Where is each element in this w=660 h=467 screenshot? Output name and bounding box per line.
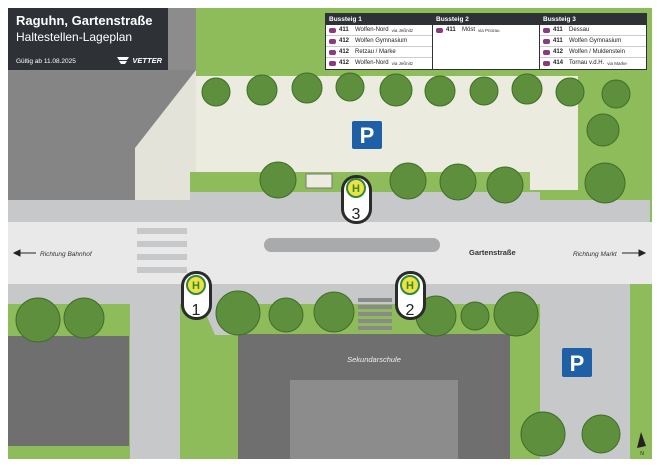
street-name-label: Gartenstraße (469, 248, 516, 257)
bus-icon (436, 27, 443, 33)
parking-symbol-north: P (360, 123, 375, 148)
page-title: Raguhn, Gartenstraße (16, 13, 153, 28)
bus-icon (329, 27, 336, 33)
via-note: via Jeßnitz (391, 60, 414, 66)
bus-icon (329, 60, 336, 66)
bus-icon (543, 38, 550, 44)
via-note: via Marke (607, 60, 627, 66)
bus-icon (543, 60, 550, 66)
parking-sign-north (352, 121, 382, 149)
destination: Möst (462, 27, 476, 33)
school-label: Sekundarschule (347, 355, 401, 364)
bus-icon (543, 27, 550, 33)
bay-header: Bussteig 2 (433, 14, 539, 25)
page-subtitle: Haltestellen-Lageplan (16, 30, 133, 44)
trees (15, 72, 631, 457)
stop-number-2: 2 (406, 302, 415, 319)
sidewalk-north (8, 200, 650, 222)
stop-number-1: 1 (192, 302, 201, 319)
departure-row: 412 Retzau / Marke (326, 47, 432, 58)
destination: Wolfen / Muldenstein (569, 49, 625, 55)
line-number: 411 (553, 27, 563, 33)
via-note: via Jeßnitz (391, 27, 414, 33)
destination: Wolfen Gymnasium (355, 38, 408, 44)
line-number: 412 (339, 60, 350, 66)
line-number: 411 (339, 27, 349, 33)
north-arrow-icon (637, 432, 646, 448)
departure-row: 412 Wolfen / Muldenstein (540, 47, 646, 58)
stop-symbol-3: H (352, 183, 360, 195)
via-note: via Priorau (478, 27, 500, 33)
destination: Wolfen Gymnasium (569, 38, 622, 44)
bus-icon (329, 38, 336, 44)
traffic-island (264, 238, 440, 252)
parking-symbol-south: P (570, 351, 585, 376)
departure-row: 411 Dessau (540, 25, 646, 36)
bus-stop-3 (341, 175, 372, 224)
destination: Retzau / Marke (355, 49, 396, 55)
destination: Tornau v.d.H. (569, 60, 605, 66)
line-number: 414 (553, 60, 564, 66)
operator-logo-text: VETTER (132, 56, 162, 65)
title-panel: Raguhn, Gartenstraße Haltestellen-Lagepl… (8, 8, 168, 70)
bay-header: Bussteig 3 (540, 14, 646, 25)
building-northwest (8, 70, 135, 222)
steps (358, 298, 392, 330)
line-number: 412 (553, 49, 564, 55)
line-number: 412 (339, 38, 350, 44)
line-number: 411 (446, 27, 456, 33)
building-southwest (8, 336, 129, 446)
destination: Wolfen-Nord (355, 60, 389, 66)
bay-header: Bussteig 1 (326, 14, 432, 25)
line-number: 411 (553, 38, 563, 44)
gartenstrasse-road (8, 222, 652, 284)
stop-number-3: 3 (352, 206, 361, 223)
direction-left-label: Richtung Bahnhof (40, 251, 93, 258)
sidewalk-south (8, 284, 630, 304)
north-label: N (640, 451, 644, 457)
valid-from: Gültig ab 11.08.2025 (16, 58, 76, 65)
bus-icon (543, 49, 550, 55)
stop-symbol-1: H (192, 280, 200, 292)
departure-row: 411 Wolfen Gymnasium (540, 36, 646, 47)
bus-stop-1 (181, 271, 212, 320)
bus-icon (329, 49, 336, 55)
parking-sign-south (562, 348, 592, 377)
departure-row: 412 Wolfen Gymnasium (326, 36, 432, 47)
bus-stop-2 (395, 271, 426, 320)
departure-row: 414 Tornau v.d.H.via Marke (540, 58, 646, 68)
destination: Wolfen-Nord (355, 27, 389, 33)
direction-right-label: Richtung Markt (573, 251, 618, 258)
operator-logo: VETTER (116, 56, 162, 65)
line-number: 412 (339, 49, 350, 55)
vetter-logo-icon (117, 57, 130, 64)
crosswalk (137, 228, 187, 273)
destination: Dessau (569, 27, 590, 33)
stop-symbol-2: H (406, 280, 414, 292)
